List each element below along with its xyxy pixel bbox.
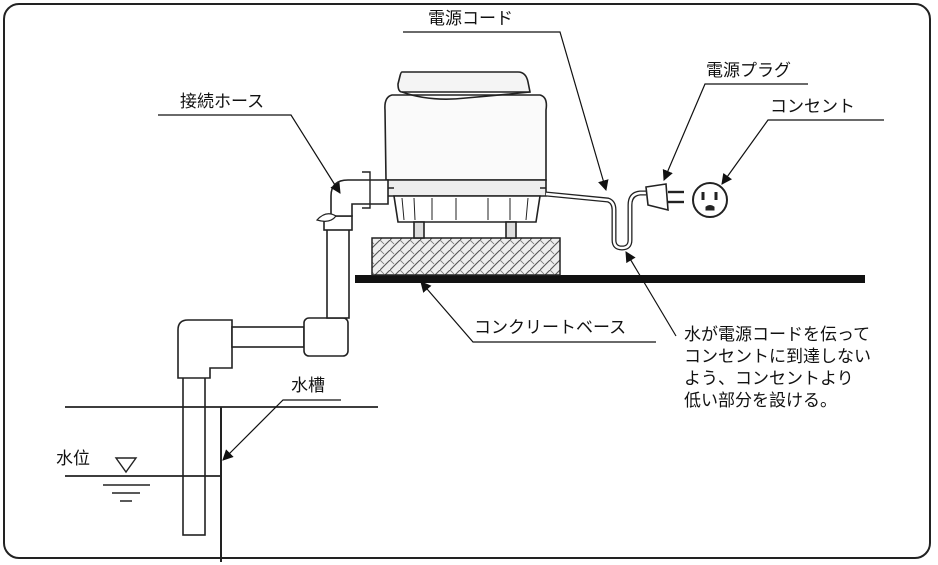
label-connection-hose: 接続ホース [180,92,265,112]
label-concrete-base: コンクリートベース [474,318,627,338]
label-water-level: 水位 [56,449,90,469]
concrete-slab [355,275,865,283]
note-line-2: コンセントに到達しない [684,347,871,367]
label-outlet: コンセント [770,97,855,117]
note-line-4: 低い部分を設ける。 [684,391,837,411]
pipe-system [177,171,389,536]
water-tank-lines [65,406,378,562]
outlet-shape [692,182,728,218]
note-line-3: よう、コンセントより [684,369,854,389]
air-blower [384,71,548,239]
checkered-pad [371,237,561,276]
label-water-tank: 水槽 [291,376,325,396]
note-line-1: 水が電源コードを伝って [684,325,871,345]
label-power-cord: 電源コード [428,9,513,29]
diagram-frame [3,3,931,559]
leader-lines [158,31,884,461]
label-power-plug: 電源プラグ [706,61,791,81]
plug-shape [645,183,684,212]
